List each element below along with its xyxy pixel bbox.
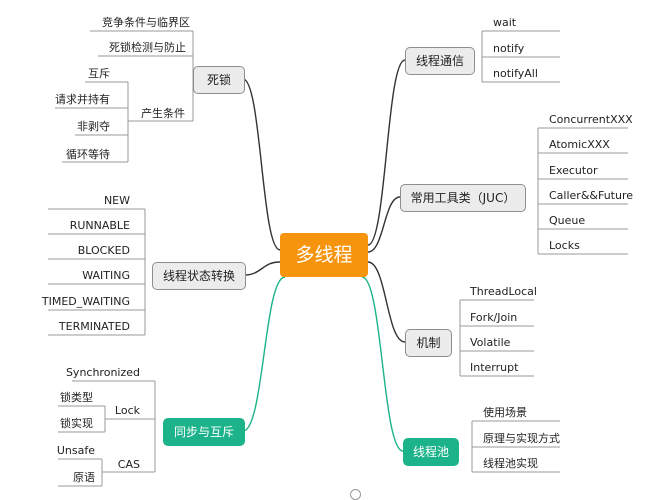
leaf-notify: notify: [493, 42, 525, 55]
leaf-executor: Executor: [549, 164, 598, 177]
link-root-sync: [242, 276, 286, 432]
leaf-locks: Locks: [549, 239, 580, 252]
leaf-mutex: 互斥: [88, 67, 110, 80]
leaf-lock: Lock: [114, 404, 140, 417]
leaf-use-cases: 使用场景: [483, 406, 527, 419]
leaf-pool-impl: 线程池实现: [483, 457, 538, 470]
branch-thread-state[interactable]: 线程状态转换: [152, 262, 246, 290]
leaf-thread-local: ThreadLocal: [470, 285, 537, 298]
branch-sync[interactable]: 同步与互斥: [163, 418, 245, 446]
leaf-deadlock-detection: 死锁检测与防止: [109, 41, 186, 54]
leaf-state-terminated: TERMINATED: [58, 320, 130, 333]
branch-mechanism[interactable]: 机制: [405, 329, 452, 357]
leaf-no-preemption: 非剥夺: [77, 120, 110, 133]
leaf-notify-all: notifyAll: [493, 67, 538, 80]
branch-pool[interactable]: 线程池: [403, 438, 459, 466]
leaf-state-blocked: BLOCKED: [77, 244, 130, 257]
leaf-interrupt: Interrupt: [470, 361, 519, 374]
leaf-synchronized: Synchronized: [65, 366, 140, 379]
link-root-pool: [361, 276, 404, 452]
link-root-deadlock: [242, 78, 281, 251]
drag-handle-icon[interactable]: [350, 489, 361, 500]
leaf-fork-join: Fork/Join: [470, 311, 518, 324]
leaf-unsafe: Unsafe: [56, 444, 95, 457]
branch-communication[interactable]: 线程通信: [405, 47, 475, 75]
leaf-circular-wait: 循环等待: [66, 148, 110, 161]
link-root-thread-state: [243, 261, 281, 276]
leaf-principle: 原理与实现方式: [483, 432, 560, 445]
leaf-volatile: Volatile: [470, 336, 511, 349]
leaf-state-waiting: WAITING: [82, 269, 130, 282]
leaf-concurrent-xxx: ConcurrentXXX: [549, 113, 633, 126]
leaf-lock-types: 锁类型: [60, 391, 93, 404]
link-root-mechanism: [367, 261, 406, 343]
leaf-lock-impl: 锁实现: [60, 417, 93, 430]
leaf-race-condition: 竞争条件与临界区: [102, 16, 190, 29]
link-root-communication: [367, 59, 406, 246]
leaf-queue: Queue: [549, 214, 586, 227]
leaf-hold-and-wait: 请求并持有: [55, 93, 110, 106]
link-root-juc: [367, 196, 401, 253]
branch-juc[interactable]: 常用工具类（JUC）: [400, 184, 526, 212]
leaf-primitive: 原语: [73, 471, 95, 484]
leaf-cas: CAS: [117, 458, 140, 471]
branch-deadlock[interactable]: 死锁: [193, 66, 245, 94]
leaf-conditions: 产生条件: [141, 107, 185, 120]
leaf-atomic-xxx: AtomicXXX: [549, 138, 610, 151]
leaf-state-runnable: RUNNABLE: [69, 219, 130, 232]
leaf-state-timed-waiting: TIMED_WAITING: [41, 295, 130, 308]
leaf-state-new: NEW: [103, 194, 130, 207]
leaf-caller-future: Caller&&Future: [549, 189, 634, 202]
root-node[interactable]: 多线程: [280, 233, 368, 277]
leaf-wait: wait: [493, 16, 517, 29]
